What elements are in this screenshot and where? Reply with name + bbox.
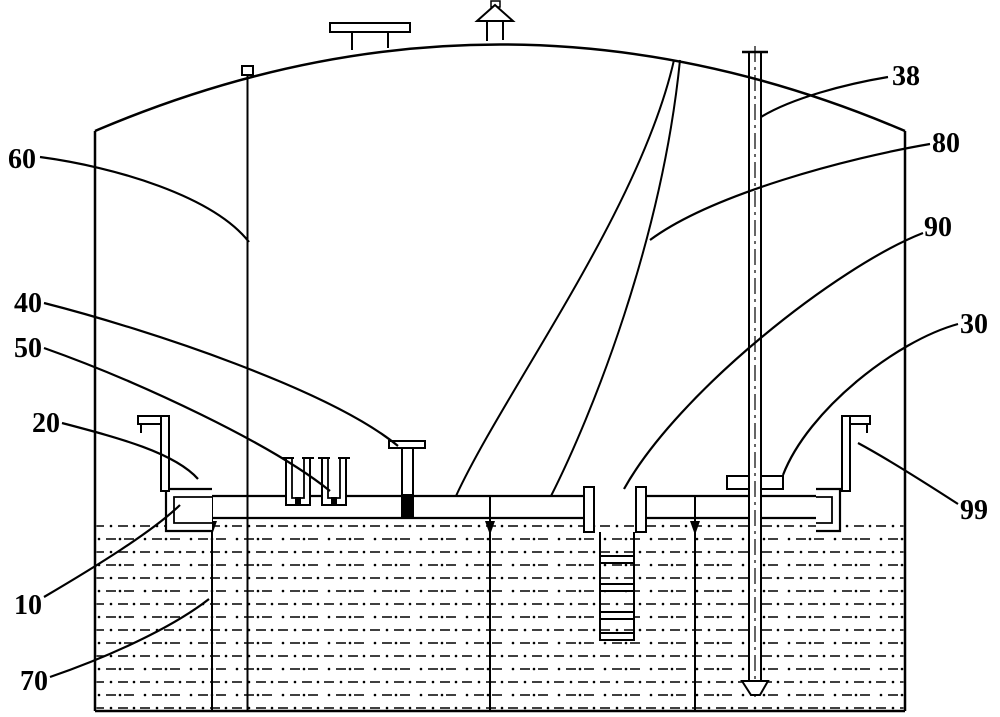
tape-curve-left <box>455 59 675 497</box>
pole-bottom-funnel <box>740 680 770 696</box>
roof-vent <box>474 0 516 41</box>
deck-u-fitting-2 <box>318 457 350 506</box>
vent-cone-cap <box>474 3 516 22</box>
well-wall-right <box>635 486 647 533</box>
gauge-tape-curves <box>455 59 681 497</box>
leader-30 <box>781 322 959 476</box>
label-60: 60 <box>8 144 36 175</box>
pole-deck-flange-left <box>726 475 750 490</box>
leader-99 <box>857 442 959 505</box>
leg-arrow-right <box>690 521 700 535</box>
tank-shell <box>93 43 907 713</box>
leader-40 <box>43 301 399 447</box>
callout-labels: 60 40 50 20 10 70 38 80 90 30 99 <box>8 61 988 697</box>
deck-u-fitting-1 <box>282 457 314 506</box>
deck-vent-pipe <box>388 440 426 519</box>
u-fitting-2-inner <box>327 458 341 499</box>
u-fitting-1-inner <box>291 458 305 499</box>
leader-20 <box>61 421 199 480</box>
leader-60 <box>39 155 250 243</box>
well-opening-mask <box>594 490 636 522</box>
u-fitting-1-foot <box>295 497 301 504</box>
rim-seal-bracket-left <box>137 415 170 492</box>
vent-pipe-seal-black <box>401 494 414 519</box>
cable-roof-anchor <box>241 65 254 76</box>
deck-support-legs <box>207 496 700 710</box>
label-50: 50 <box>14 333 42 364</box>
bracket-right-post <box>841 415 851 492</box>
vent-pipe-tee-cap <box>388 440 426 449</box>
label-40: 40 <box>14 288 42 319</box>
liquid-hatch-region <box>96 522 904 710</box>
label-30: 30 <box>960 309 988 340</box>
callout-leaders <box>39 75 959 679</box>
ladder-rung-1 <box>599 555 635 564</box>
label-70: 70 <box>20 666 48 697</box>
roof-hatch <box>329 22 411 50</box>
stored-liquid <box>96 522 904 710</box>
gauge-well <box>583 486 647 533</box>
pontoon-right-outer <box>816 487 842 533</box>
label-80: 80 <box>932 128 960 159</box>
hatch-cover-plate <box>329 22 411 33</box>
leg-arrow-center <box>485 521 495 535</box>
anti-rotation-cable <box>241 65 254 710</box>
dome-roof <box>94 43 906 133</box>
label-90: 90 <box>924 212 952 243</box>
pole-deck-flange-right <box>760 475 784 490</box>
leader-80 <box>649 142 931 241</box>
ladder-rung-3 <box>599 611 635 620</box>
leader-10 <box>43 504 181 598</box>
tape-curve-right <box>550 59 681 497</box>
pontoon-left-outer <box>164 487 212 533</box>
guide-pole <box>726 46 784 697</box>
leader-38 <box>760 75 889 118</box>
label-38: 38 <box>892 61 920 92</box>
label-20: 20 <box>32 408 60 439</box>
ladder-rung-2 <box>599 583 635 592</box>
label-10: 10 <box>14 590 42 621</box>
pontoon-right-inner <box>816 496 833 524</box>
rim-seal-bracket-right <box>841 415 871 492</box>
leader-90 <box>623 231 924 490</box>
bracket-left-post <box>160 415 170 492</box>
leader-50 <box>43 346 331 492</box>
label-99: 99 <box>960 495 988 526</box>
u-fitting-2-foot <box>331 497 337 504</box>
leader-70 <box>49 598 210 679</box>
well-ladder <box>599 532 635 641</box>
ladder-rung-4 <box>599 632 635 641</box>
well-wall-left <box>583 486 595 533</box>
